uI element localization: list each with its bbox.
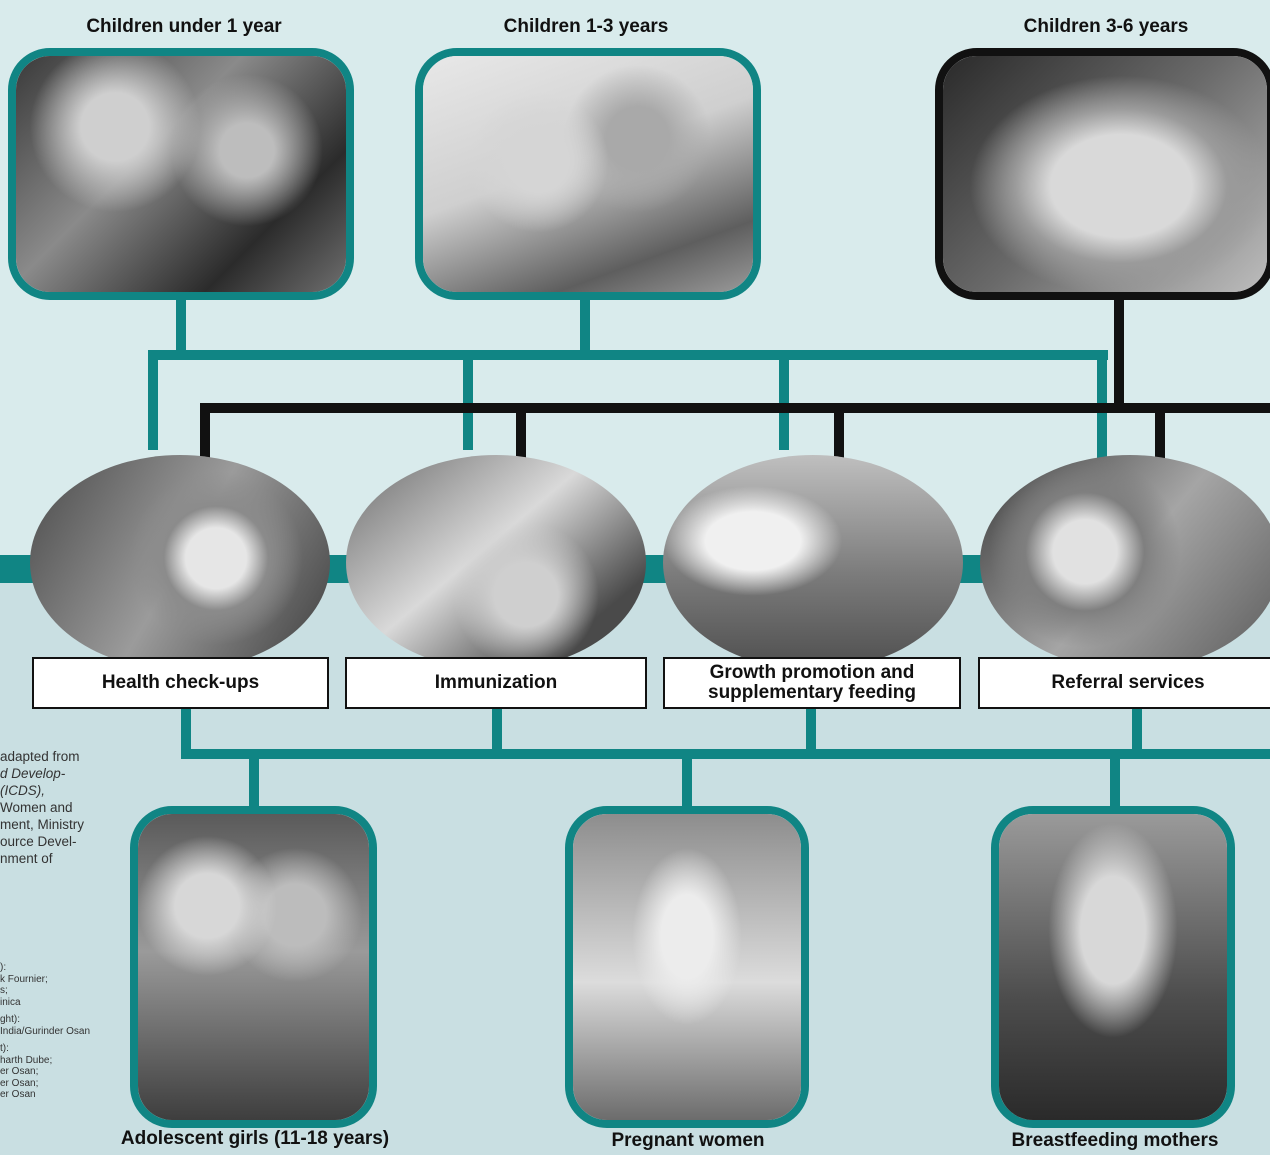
credit-line-5: ght): [0, 1014, 21, 1025]
photo-adolescent-girls [130, 806, 377, 1128]
photo-immunization [346, 455, 646, 670]
source-line-3: (ICDS), [0, 783, 45, 798]
service-growth-label-line2: supplementary feeding [708, 682, 916, 703]
service-referral-label: Referral services [1051, 672, 1205, 693]
teal-drop-adolescent [249, 754, 259, 814]
photo-pregnant-women [565, 806, 809, 1128]
black-bus [200, 403, 1270, 413]
label-adolescent-girls: Adolescent girls (11-18 years) [120, 1128, 390, 1149]
source-line-4: Women and [0, 800, 73, 815]
photo-children-3-6 [935, 48, 1270, 300]
teal-drop-infants [176, 292, 186, 352]
label-breastfeeding-mothers: Breastfeeding mothers [1011, 1130, 1219, 1151]
credit-line-3: s; [0, 985, 8, 996]
teal-rise-4 [1132, 704, 1142, 754]
credit-line-2: k Fournier; [0, 973, 48, 985]
credit-line-7: t): [0, 1043, 9, 1054]
service-immunization-label: Immunization [434, 672, 558, 693]
teal-rise-1 [181, 704, 191, 754]
label-children-3-6: Children 3-6 years [1023, 16, 1189, 37]
source-note: adapted from d Develop- (ICDS), Women an… [0, 748, 135, 867]
label-children-1-3: Children 1-3 years [503, 16, 669, 37]
source-line-2: d Develop- [0, 766, 66, 781]
service-growth-promotion: Growth promotion and supplementary feedi… [663, 657, 961, 709]
photo-growth-promotion [663, 455, 963, 670]
credit-line-4: inica [0, 996, 21, 1008]
credit-line-1: ): [0, 962, 7, 973]
source-line-6: ource Devel- [0, 834, 77, 849]
photo-breastfeeding-mothers [991, 806, 1235, 1128]
photo-health-checkups [30, 455, 330, 670]
service-health-checkups-label: Health check-ups [101, 672, 260, 693]
black-drop-preschool [1114, 292, 1124, 412]
service-health-checkups: Health check-ups [32, 657, 329, 709]
label-children-under-1: Children under 1 year [86, 16, 282, 37]
label-pregnant-women: Pregnant women [611, 1130, 765, 1151]
credit-line-11: er Osan [0, 1089, 36, 1100]
credit-line-8: harth Dube; [0, 1054, 53, 1066]
teal-drop-2 [463, 350, 473, 450]
teal-drop-pregnant [682, 754, 692, 814]
service-immunization: Immunization [345, 657, 647, 709]
black-drop-2 [516, 403, 526, 473]
teal-bus-top [148, 350, 1108, 360]
credit-line-10: er Osan; [0, 1077, 39, 1089]
photo-credits: ): k Fournier; s; inica ght): India/Guri… [0, 962, 130, 1101]
teal-drop-breastfeeding [1110, 754, 1120, 814]
teal-drop-1 [148, 350, 158, 450]
source-line-5: ment, Ministry [0, 817, 85, 832]
teal-bus-bottom [181, 749, 1270, 759]
teal-drop-toddlers [580, 292, 590, 352]
black-drop-4 [1155, 403, 1165, 473]
teal-rise-2 [492, 704, 502, 754]
black-drop-1 [200, 403, 210, 473]
photo-referral-services [980, 455, 1270, 670]
photo-children-1-3 [415, 48, 761, 300]
credit-line-9: er Osan; [0, 1066, 39, 1077]
teal-drop-3 [779, 350, 789, 450]
service-referral-services: Referral services [978, 657, 1270, 709]
black-drop-3 [834, 403, 844, 473]
source-line-7: nment of [0, 851, 53, 866]
source-line-1: adapted from [0, 749, 80, 764]
credit-line-6: India/Gurinder Osan [0, 1025, 91, 1037]
service-growth-label-line1: Growth promotion and [709, 662, 915, 683]
photo-children-under-1 [8, 48, 354, 300]
teal-rise-3 [806, 704, 816, 754]
